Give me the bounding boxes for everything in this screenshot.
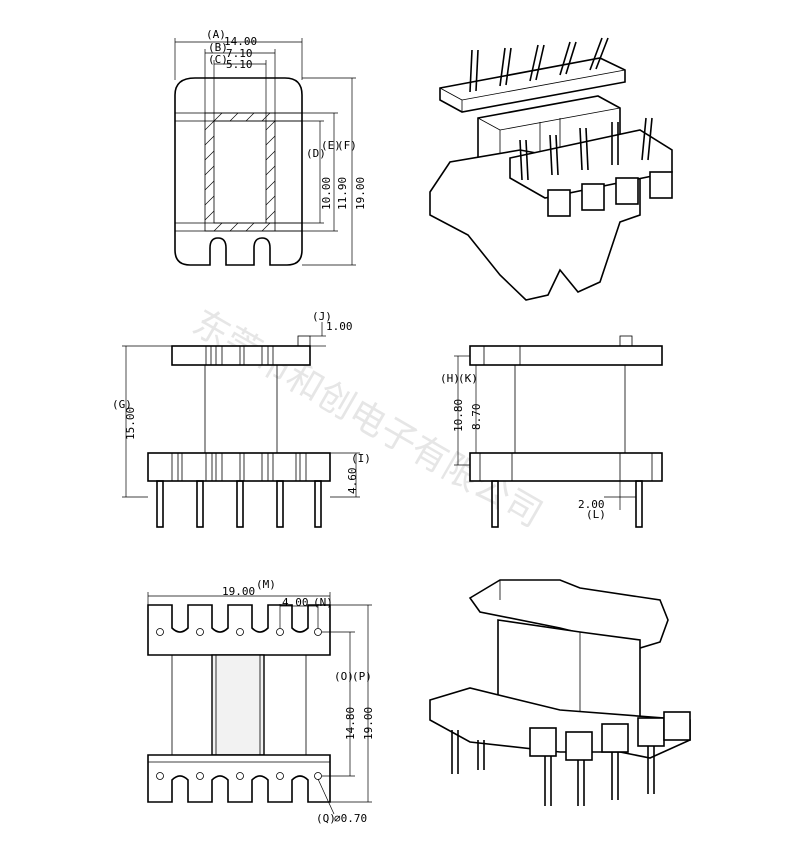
bottom-flange-holes [156, 772, 322, 780]
dim-d-tag: (D) [306, 147, 326, 160]
side-top-flange [469, 345, 663, 366]
dim-g-tag: (G) [112, 398, 132, 411]
dim-c-tag: (C) [208, 53, 228, 66]
assembled-pins [451, 730, 655, 806]
bottom-view-top-flange [147, 604, 331, 656]
top-flange-holes [156, 628, 322, 636]
dim-k-tag: (K) [458, 372, 478, 385]
dim-b-value: 7.10 [226, 47, 253, 60]
assembled-terminal-blocks [529, 711, 691, 761]
side-pins [491, 480, 643, 528]
dim-n-tag: (N) [313, 596, 333, 609]
front-top-flange [171, 345, 311, 366]
core-window [204, 112, 276, 232]
dim-p-tag: (P) [352, 670, 372, 683]
side-bottom-flange [469, 452, 663, 482]
dim-m-value: 19.00 [222, 585, 255, 598]
bottom-view-bottom-flange [147, 754, 331, 803]
dim-f-tag: (F) [337, 139, 357, 152]
dim-i-tag: (I) [351, 452, 371, 465]
dim-d-value: 10.00 [320, 177, 333, 210]
front-bottom-ribs [171, 453, 307, 481]
dim-h-value: 10.80 [452, 399, 465, 432]
isometric-assembled-view [429, 579, 691, 806]
dim-a-tag: (A) [206, 28, 226, 41]
front-bottom-flange [147, 452, 331, 482]
dim-h-tag: (H) [440, 372, 460, 385]
dim-b-tag: (B) [208, 41, 228, 54]
top-flange-pins [469, 37, 609, 93]
side-view: (H) (K) 10.80 8.70 2.00 (L) [440, 335, 663, 528]
dim-e-value: 11.90 [336, 177, 349, 210]
dim-m-tag: (M) [256, 578, 276, 591]
dim-k-value: 8.70 [470, 404, 483, 431]
bottom-view: 19.00 (M) 4.00 (N) (O) (P) 14.80 19.00 (… [147, 578, 375, 825]
dim-o-tag: (O) [334, 670, 354, 683]
dim-j-value: 1.00 [326, 320, 353, 333]
front-top-ribs [205, 346, 274, 365]
base-flange-pins [519, 117, 653, 181]
dim-l-tag: (L) [586, 508, 606, 521]
dim-q-tag: (Q) [316, 812, 336, 825]
dim-q-value: ⌀0.70 [334, 812, 367, 825]
dim-o-value: 14.80 [344, 707, 357, 740]
base-terminal-blocks [547, 171, 673, 217]
top-view: (A) 14.00 (B) 7.10 (C) 5.10 (F) 19.00 (E… [174, 28, 367, 266]
side-core [514, 364, 626, 454]
dim-j-tag: (J) [312, 310, 332, 323]
front-view: (J) 1.00 (G) 15.00 (I) 4.60 [112, 310, 371, 528]
dim-i-value: 4.60 [346, 468, 359, 495]
dim-g-value: 15.00 [124, 407, 137, 440]
dim-c-value: 5.10 [226, 58, 253, 71]
dim-p-value: 19.00 [362, 707, 375, 740]
dim-f-value: 19.00 [354, 177, 367, 210]
top-view-outline [174, 77, 303, 266]
hatched-walls [204, 112, 276, 232]
dim-e-tag: (E) [321, 139, 341, 152]
dim-l-value: 2.00 [578, 498, 605, 511]
front-pins [156, 480, 322, 528]
isometric-exploded-view [429, 37, 673, 301]
watermark-text: 东莞市和创电子有限公司 [186, 302, 549, 536]
dim-n-value: 4.00 [282, 596, 309, 609]
dim-a-value: 14.00 [224, 35, 257, 48]
